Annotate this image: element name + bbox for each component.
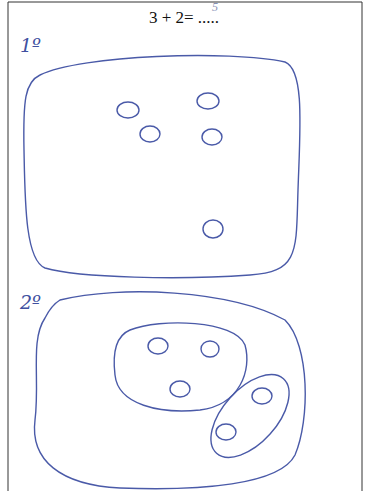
frame-line bbox=[8, 2, 9, 491]
counter-circle bbox=[201, 341, 219, 357]
counter-circle bbox=[197, 93, 219, 109]
counter-circle bbox=[252, 388, 272, 404]
counter-circle bbox=[117, 102, 139, 118]
blob-line bbox=[24, 56, 300, 278]
blob-outline bbox=[14, 32, 306, 282]
counter-circle bbox=[140, 126, 160, 142]
counter-circle bbox=[202, 129, 222, 145]
counter-circle bbox=[203, 220, 223, 238]
counter-circle bbox=[170, 381, 190, 397]
set-blob: 2º bbox=[14, 285, 310, 491]
set-heading: 2º bbox=[20, 291, 41, 313]
group-outline bbox=[196, 361, 303, 471]
problem-title: 3 + 2= ..... bbox=[0, 8, 368, 28]
frame-line bbox=[8, 2, 362, 3]
frame-line bbox=[362, 2, 363, 491]
handwritten-answer: 5 bbox=[212, 0, 218, 15]
set-blob: 1º bbox=[14, 32, 306, 282]
set-heading: 1º bbox=[20, 34, 41, 56]
counter-circle bbox=[148, 338, 168, 354]
blob-line bbox=[34, 292, 305, 489]
blob-outline bbox=[14, 285, 310, 491]
group-outline bbox=[114, 323, 247, 411]
counter-circle bbox=[216, 424, 236, 440]
